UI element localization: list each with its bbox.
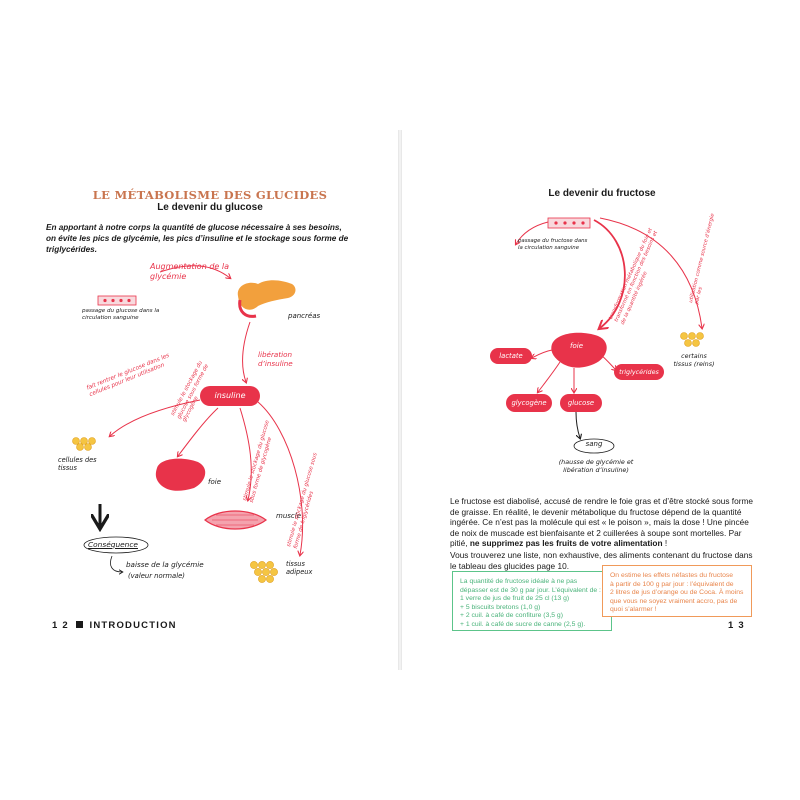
glycogene-pill: glycogène	[506, 394, 552, 412]
left-footer: 1 2 INTRODUCTION	[52, 620, 177, 631]
foie-label: foie	[208, 478, 221, 486]
paragraph-end: !	[662, 538, 668, 549]
orange-box-line: que vous ne soyez vraiment accro, pas de	[610, 597, 738, 605]
passage-glucose-label: passage du glucose dans la circulation s…	[82, 308, 160, 321]
augmentation-label: Augmentation de la glycémie	[150, 262, 229, 281]
tissus-adipeux-label: tissus adipeux	[286, 560, 313, 576]
green-box-line: 1 verre de jus de fruit de 25 cl (13 g)	[460, 595, 570, 603]
fat-cells-icon	[250, 561, 278, 583]
sang-label: sang	[585, 440, 603, 448]
footer-label: INTRODUCTION	[89, 620, 177, 631]
left-subtitle: Le devenir du glucose	[157, 202, 263, 213]
valeur-normale-label: (valeur normale)	[128, 572, 185, 580]
fructose-paragraph: Le fructose est diabolisé, accusé de ren…	[450, 496, 760, 549]
square-icon	[75, 621, 83, 628]
orange-box-line: 2 litres de jus d’orange ou de Coca. À m…	[610, 589, 744, 597]
baisse-label: baisse de la glycémie	[126, 560, 204, 569]
fructose-diagram-arrows	[402, 217, 800, 454]
fructose-foie-label: foie	[570, 342, 583, 350]
section-title: LE MÉTABOLISME DES GLUCIDES	[92, 188, 328, 202]
orange-box-line: On estime les effets néfastes du fructos…	[610, 572, 734, 579]
cells-icon	[72, 437, 96, 451]
vessel-icon	[97, 295, 137, 306]
liver-icon	[155, 458, 206, 491]
orange-box-line: à partir de 100 g par jour : l’équivalen…	[610, 580, 734, 588]
certains-tissus-label: certains tissus (reins)	[673, 352, 715, 368]
right-page: Le devenir du fructose	[402, 0, 800, 800]
glucose-diagram-arrows	[72, 265, 398, 583]
paragraph-start: Le fructose est diabolisé, accusé de ren…	[450, 496, 753, 549]
fructose-paragraph-2: Vous trouverez une liste, non exhaustive…	[450, 550, 753, 571]
right-page-number: 1 3	[728, 620, 745, 631]
hausse-label: (hausse de glycémie et libération d’insu…	[558, 458, 634, 474]
lactate-pill: lactate	[490, 348, 532, 364]
green-box-line: + 2 cuil. à café de confiture (3,5 g)	[460, 612, 563, 620]
consequence-label: Conséquence	[88, 540, 138, 549]
green-info-box: La quantité de fructose idéale à ne pas …	[452, 571, 612, 631]
left-page: LE MÉTABOLISME DES GLUCIDES Le devenir d…	[0, 0, 398, 800]
book-spine	[398, 130, 402, 670]
left-intro-paragraph: En apportant à notre corps la quantité d…	[46, 223, 349, 254]
liberation-label: libération d’insuline	[258, 350, 293, 368]
glucose-pill: glucose	[560, 394, 602, 412]
fructose-vessel-icon	[547, 217, 591, 229]
green-box-line: La quantité de fructose idéale à ne pas	[460, 578, 578, 585]
orange-box-line: quoi s’alarmer !	[610, 606, 657, 614]
certain-tissue-cells-icon	[680, 332, 704, 347]
green-box-line: + 1 cuil. à café de sucre de canne (2,5 …	[460, 620, 586, 628]
insuline-pill: insuline	[200, 386, 260, 406]
fructose-liver-icon	[551, 332, 607, 368]
pancreas-label: pancréas	[288, 312, 321, 320]
orange-info-box: On estime les effets néfastes du fructos…	[602, 565, 752, 617]
muscle-icon	[204, 510, 268, 530]
pancreas-icon	[237, 280, 296, 318]
green-box-line: + 5 biscuits bretons (1,0 g)	[460, 603, 541, 611]
muscle-label: muscle	[276, 512, 302, 520]
paragraph-bold: ne supprimez pas les fruits de votre ali…	[469, 538, 663, 549]
triglycerides-pill: triglycérides	[614, 364, 664, 380]
green-box-line: dépasser est de 30 g par jour. L’équival…	[460, 586, 601, 594]
passage-fructose-label: passage du fructose dans la circulation …	[518, 238, 588, 251]
left-page-number: 1 2	[52, 620, 69, 631]
cellules-label: cellules des tissus	[58, 456, 97, 472]
right-subtitle: Le devenir du fructose	[548, 188, 656, 199]
